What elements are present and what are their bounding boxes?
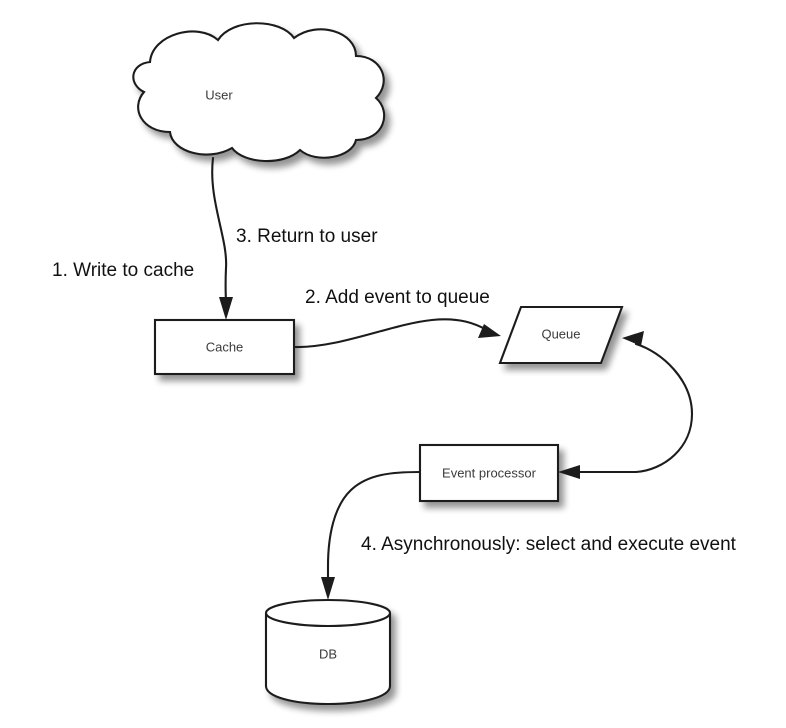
edge-cache-to-queue-arrowhead [478, 324, 501, 338]
node-user-label: User [205, 87, 233, 102]
node-cache-label: Cache [206, 339, 244, 354]
node-event-processor-label: Event processor [442, 465, 537, 480]
node-queue-label: Queue [541, 326, 580, 341]
cloud-outline [132, 22, 386, 163]
edge-user-to-cache[interactable] [211, 156, 233, 320]
node-db[interactable]: DB [264, 598, 392, 706]
node-db-label: DB [319, 646, 337, 661]
step-label-3: 3. Return to user [236, 226, 378, 247]
edge-processor-to-queue-line [634, 342, 694, 474]
cache-box [155, 320, 294, 374]
edge-processor-to-db-line [326, 470, 422, 586]
edge-processor-to-queue[interactable] [622, 331, 694, 474]
node-user[interactable]: User [132, 22, 386, 163]
edge-queue-to-processor[interactable] [558, 465, 638, 479]
edge-user-to-cache-arrowhead [219, 297, 233, 320]
edge-processor-to-db-arrowhead [321, 577, 335, 600]
cloud-shape [133, 23, 385, 162]
edge-cache-to-queue[interactable] [293, 318, 501, 349]
edge-user-to-cache-line [211, 156, 228, 308]
event-processor-box [420, 445, 558, 501]
node-queue[interactable]: Queue [498, 305, 624, 365]
step-label-2: 2. Add event to queue [305, 287, 490, 308]
db-cylinder-body [266, 613, 390, 704]
queue-shape-outline [498, 305, 624, 365]
step-label-4: 4. Asynchronously: select and execute ev… [361, 534, 737, 555]
edge-cache-to-queue-line [293, 318, 489, 349]
step-label-1: 1. Write to cache [52, 260, 194, 281]
edge-processor-to-db[interactable] [321, 470, 422, 600]
db-cylinder-outline [264, 613, 392, 706]
node-event-processor[interactable]: Event processor [418, 443, 560, 503]
edge-processor-to-queue-arrowhead [622, 331, 644, 346]
queue-shape [500, 307, 622, 363]
db-cylinder-top-fill [266, 600, 390, 626]
edge-queue-to-processor-arrowhead [558, 465, 580, 479]
node-cache[interactable]: Cache [153, 318, 296, 376]
